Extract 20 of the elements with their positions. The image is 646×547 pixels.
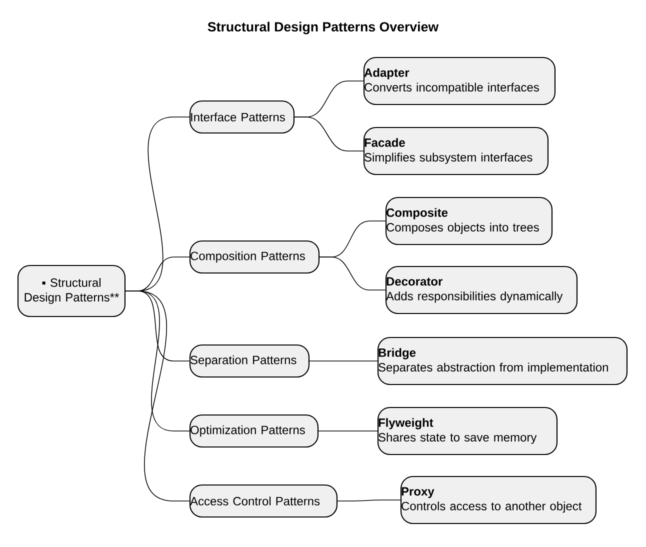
connector-line (319, 256, 386, 290)
pattern-box: Composite Composes objects into trees (385, 196, 553, 246)
pattern-box: Adapter Converts incompatible interfaces (363, 56, 556, 106)
connector-line (294, 116, 364, 152)
connector-line (125, 290, 190, 502)
pattern-box: Flyweight Shares state to save memory (377, 406, 558, 456)
pattern-box: Bridge Separates abstraction from implementation (377, 336, 628, 386)
title: Structural Design Patterns Overview (208, 22, 439, 34)
category-box: Access Control Patterns (189, 484, 338, 518)
connector-line (309, 360, 378, 362)
category-box: Separation Patterns (189, 344, 310, 378)
category-box: Optimization Patterns (189, 414, 319, 448)
category-box: Composition Patterns (189, 240, 320, 274)
pattern-box: Facade Simplifies subsystem interfaces (363, 126, 549, 176)
connector-line (318, 430, 378, 432)
connector-line (337, 500, 401, 502)
pattern-box: Decorator Adds responsibilities dynamically (385, 266, 578, 314)
root-box: ▪ Structural Design Patterns** (17, 264, 126, 318)
category-box: Interface Patterns (189, 100, 295, 134)
pattern-box: Proxy Controls access to another object (400, 476, 597, 524)
